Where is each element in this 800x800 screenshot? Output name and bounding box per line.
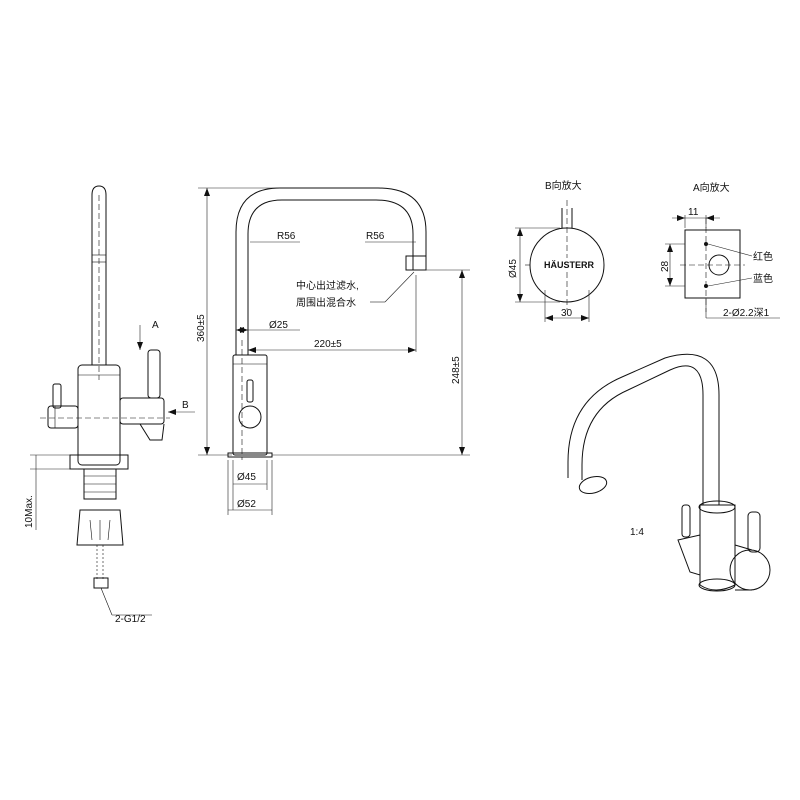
radius-left: R56 [277, 231, 296, 242]
brand-logo: HÄUSTERR [544, 260, 595, 270]
iso-body [699, 504, 736, 591]
dim-height-total: 360±5 [196, 314, 207, 342]
note-line1: 中心出过滤水, [296, 279, 359, 292]
side-nut [76, 509, 124, 546]
iso-spout-outer [581, 365, 704, 505]
dim-spout-height: 248±5 [451, 356, 462, 384]
side-mount-flange [69, 454, 129, 470]
iso-left-handle [681, 504, 691, 538]
scale-label: 1:4 [630, 527, 644, 538]
iso-spout-inner [567, 353, 720, 505]
front-aerator [405, 255, 427, 271]
view-b-width: 30 [561, 308, 573, 319]
dim-base-outer: Ø52 [237, 499, 256, 510]
note-line2: 周围出混合水 [296, 296, 356, 309]
front-body [232, 354, 268, 456]
iso-left-handle-base [677, 534, 701, 576]
view-a-dim-top: 11 [688, 207, 699, 218]
front-view: R56 R56 360±5 Ø25 220±5 248±5 Ø45 Ø52 中心… [196, 187, 470, 515]
label-b: B [182, 400, 189, 411]
side-left-handle [52, 383, 62, 409]
front-spout-inner [247, 199, 414, 355]
view-a-title: A向放大 [693, 181, 730, 194]
iso-right-cap [729, 549, 771, 591]
hole-note: 2-Ø2.2深1 [723, 307, 770, 319]
front-spout-outer [235, 187, 427, 355]
view-b-stem [561, 208, 573, 228]
side-right-handle [147, 349, 161, 399]
dim-10max: 10Max. [24, 495, 35, 528]
iso-aerator [578, 475, 608, 495]
label-red: 红色 [753, 250, 773, 263]
front-handle-cap [238, 405, 262, 429]
label-blue: 蓝色 [753, 272, 773, 285]
dim-reach: 220±5 [314, 339, 342, 350]
view-a: A向放大 11 28 红色 蓝色 2-Ø2.2深1 [660, 181, 780, 319]
view-a-dim-side: 28 [660, 260, 671, 272]
view-b-title: B向放大 [545, 179, 582, 192]
side-spout-tube [91, 185, 107, 365]
side-view: A B 10Max. 2-G1/2 [24, 185, 195, 625]
label-a: A [152, 320, 159, 331]
dim-base-inner: Ø45 [237, 472, 256, 483]
dim-spout-dia: Ø25 [269, 320, 288, 331]
view-b: B向放大 HÄUSTERR Ø45 30 [508, 179, 605, 322]
view-a-block [684, 229, 741, 299]
view-b-dia: Ø45 [508, 259, 519, 278]
iso-view: 1:4 [567, 353, 771, 592]
iso-right-handle [747, 511, 761, 553]
radius-right: R56 [366, 231, 385, 242]
thread-spec: 2-G1/2 [115, 614, 146, 625]
